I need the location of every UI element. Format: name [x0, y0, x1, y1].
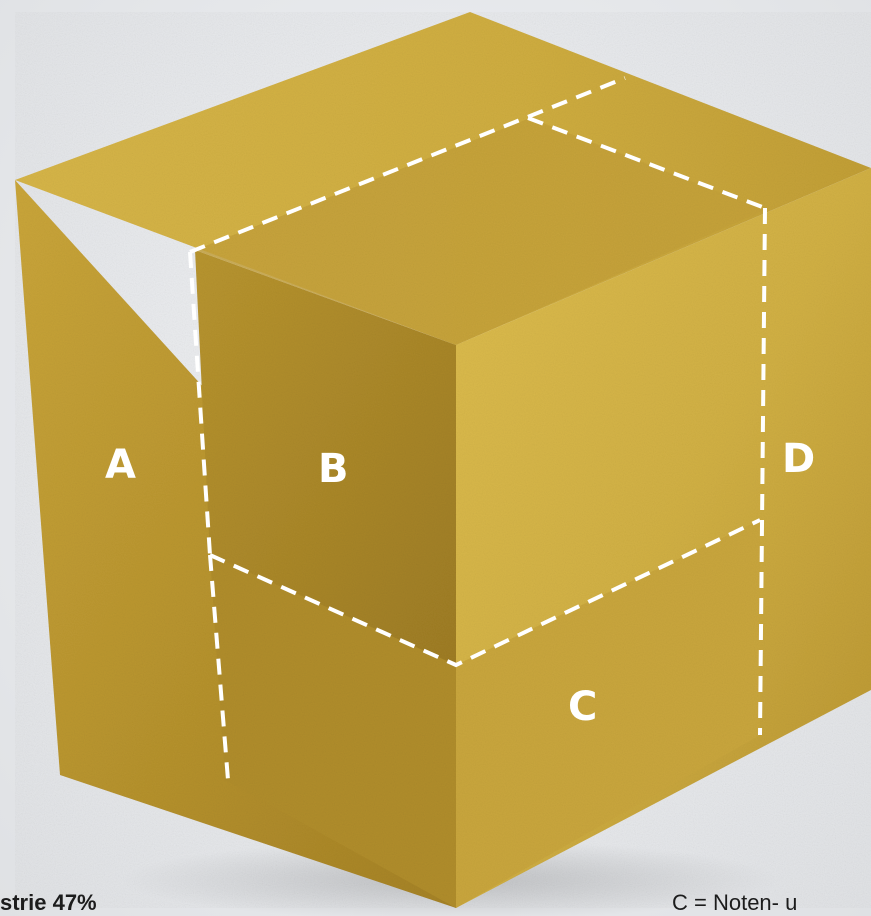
face-label-d: D [782, 436, 815, 482]
face-label-a: A [105, 442, 136, 488]
face-label-b: B [318, 446, 349, 492]
caption-left: strie 47% [0, 890, 97, 916]
caption-right: C = Noten- u [672, 890, 797, 916]
face-label-c: C [568, 684, 597, 730]
